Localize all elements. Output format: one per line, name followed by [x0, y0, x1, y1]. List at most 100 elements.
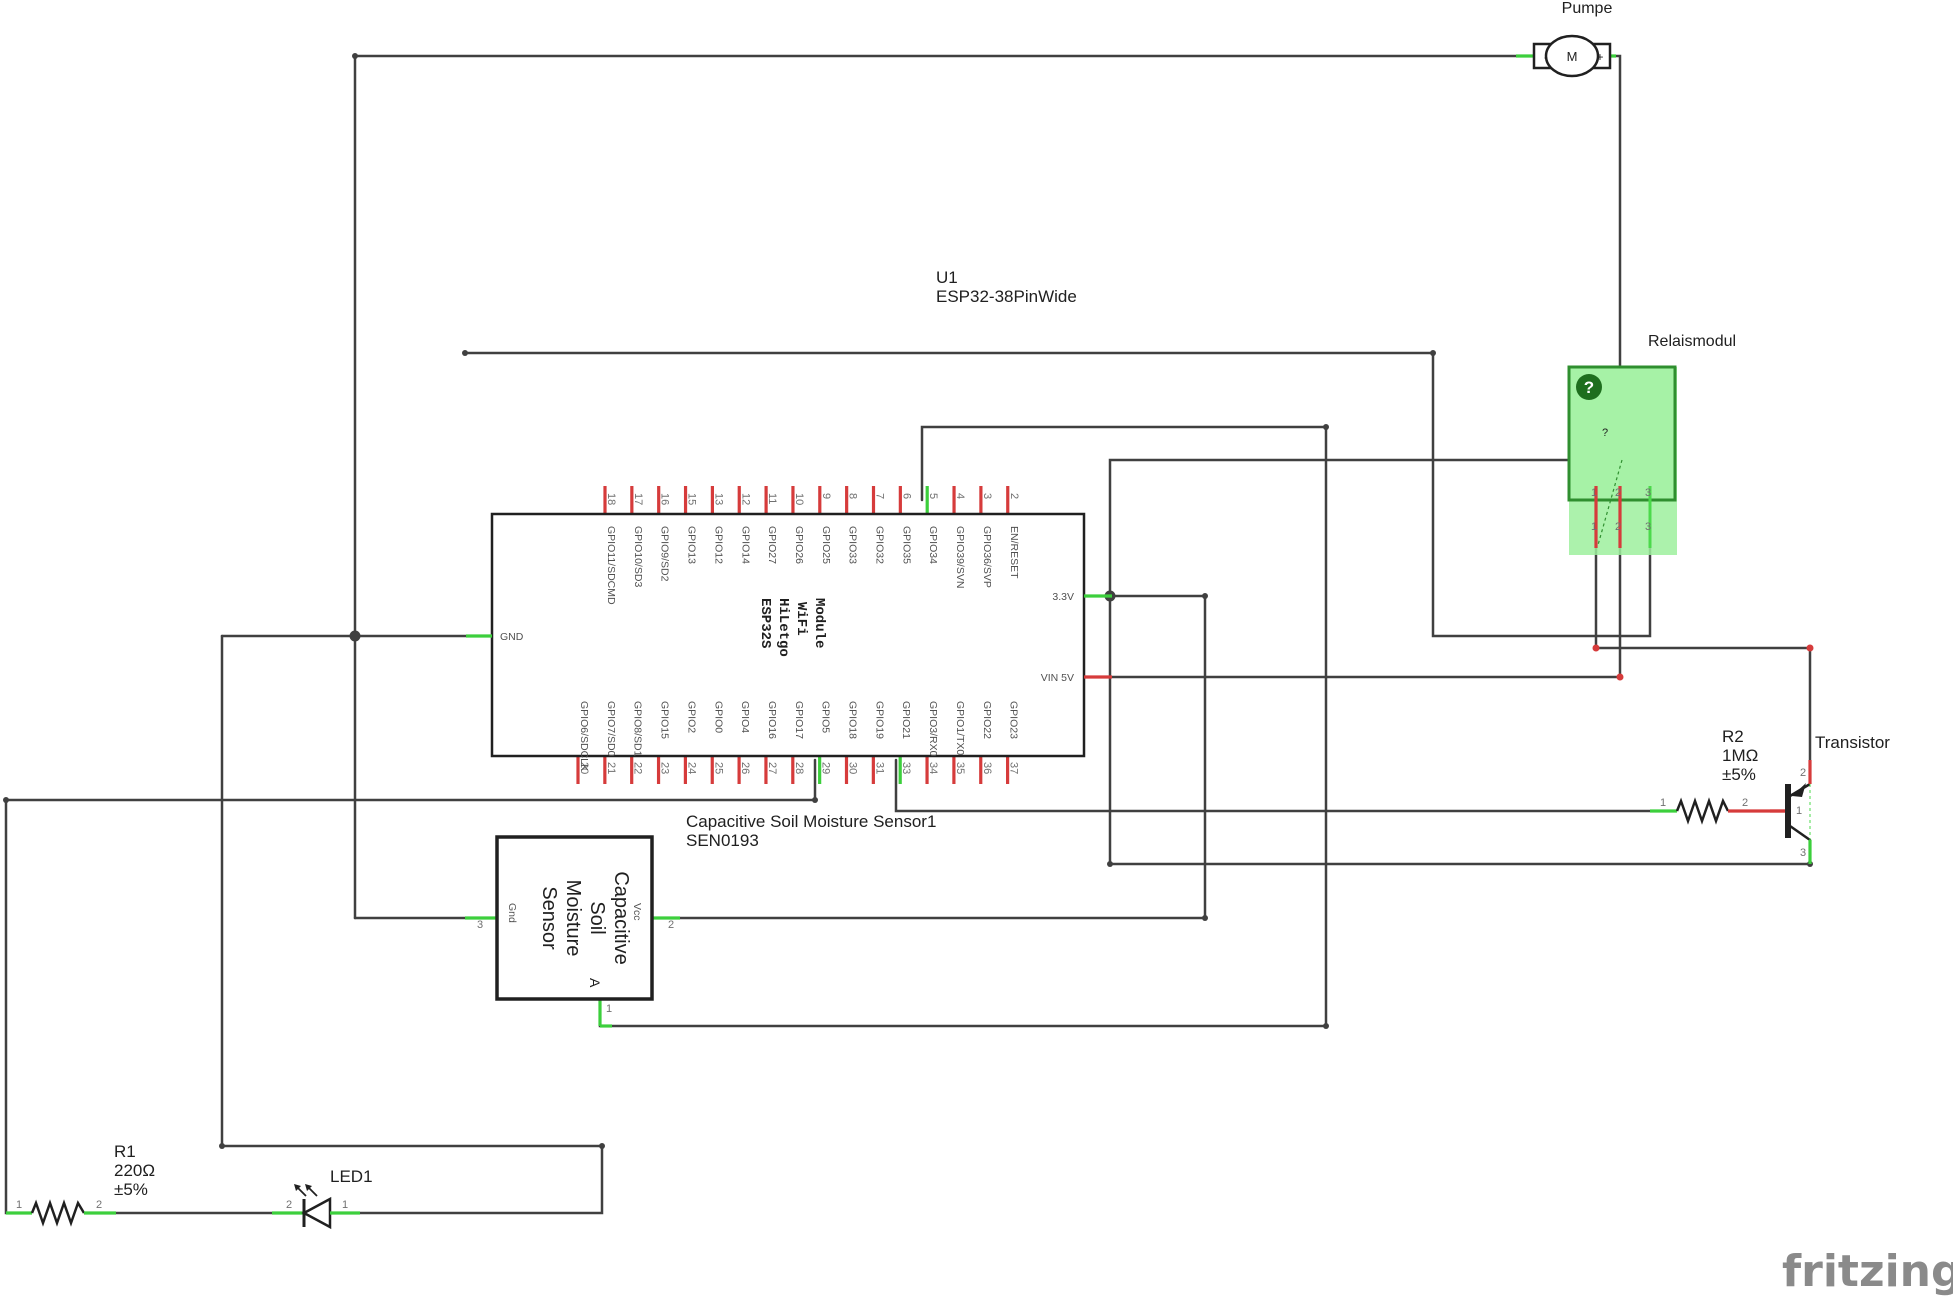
esp32-top-pin-label-5: GPIO34 — [927, 526, 939, 564]
esp32-bottom-pin-num-36: 36 — [981, 762, 993, 774]
transistor-pin-num-1: 1 — [1796, 805, 1802, 817]
led-arrow-2-head — [305, 1184, 312, 1191]
esp32-bottom-pin-num-37: 37 — [1008, 762, 1020, 774]
relay-ratsnest — [1597, 459, 1623, 546]
r1-tol: ±5% — [114, 1180, 148, 1199]
esp32-bottom-pin-num-26: 26 — [739, 762, 751, 774]
esp32-bottom-pins — [576, 756, 1010, 784]
junction-red-a — [1592, 644, 1600, 652]
junction-red-c — [1806, 644, 1814, 652]
relay-pin-num-1: 1 — [1591, 487, 1597, 499]
junction-corner-c — [1430, 350, 1436, 356]
esp32-top-pin-num-4: 4 — [954, 493, 966, 499]
wire-3v3-sensor — [643, 594, 1207, 920]
esp32-bottom-pin-num-33: 33 — [900, 762, 912, 774]
esp32-3v3-label: 3.3V — [1052, 591, 1074, 603]
esp32-top-pin-num-10: 10 — [793, 493, 805, 505]
sensor-a-label-g: A — [587, 978, 603, 988]
esp32-vin-label: VIN 5V — [1041, 672, 1074, 684]
esp32-chip-line4: Module — [811, 598, 827, 648]
sensor-body — [495, 835, 654, 1001]
transistor-pin-num-3: 3 — [1800, 847, 1806, 859]
sensor-vcc-label-g: Vcc — [631, 903, 643, 921]
esp32-gnd-label: GND — [500, 631, 524, 643]
pump-symbol: M — [1567, 49, 1578, 64]
r1-pin-num-1: 1 — [16, 1199, 22, 1211]
soil-moisture-sensor[interactable]: Capacitive Soil Moisture Sensor 1 SEN0193… — [465, 812, 936, 1028]
esp32-top-pin-label-11: GPIO27 — [766, 526, 778, 564]
relay-pin-num-3b: 3 — [1645, 521, 1651, 533]
transistor-name: Transistor — [1815, 733, 1890, 752]
r1-value: 220Ω — [114, 1161, 155, 1180]
esp32-top-pin-label-7: GPIO32 — [874, 526, 886, 564]
esp32-top-pin-label-4: GPIO39/SVN — [954, 526, 966, 588]
r1-ref: R1 — [114, 1142, 136, 1161]
esp32-top-pin-label-15: GPIO13 — [686, 526, 698, 564]
esp32-chip-name: ESP32S HiLetgo WiFi Module — [757, 598, 827, 657]
esp32-bottom-pin-num-34: 34 — [927, 762, 939, 774]
esp32-bottom-pin-label-28: GPIO17 — [793, 701, 805, 739]
esp32-top-pin-num-18: 18 — [605, 493, 617, 505]
pump-motor[interactable]: M - + Pumpe — [1516, 0, 1616, 78]
esp32-bottom-pin-num-23: 23 — [659, 762, 671, 774]
esp32-top-pin-num-2: 2 — [1008, 493, 1020, 499]
esp32-bottom-pin-label-36: GPIO22 — [981, 701, 993, 739]
sensor-body-line4: Sensor — [538, 886, 560, 950]
esp32-bottom-pin-label-20: GPIO6/SDCLK — [578, 701, 590, 771]
junction-gnd — [349, 630, 361, 642]
esp32-top-pin-label-8: GPIO33 — [847, 526, 859, 564]
esp32-bottom-pin-num-35: 35 — [954, 762, 966, 774]
r1-zigzag — [30, 1199, 86, 1227]
sensor-body-line3: Moisture — [562, 880, 584, 957]
resistor-r1[interactable]: R1 220Ω ±5% 1 2 — [6, 1142, 155, 1227]
pump-plus-label: + — [1596, 50, 1603, 64]
pump-name: Pumpe — [1562, 0, 1613, 17]
transistor-emitter-leg — [1789, 824, 1811, 842]
r2-ref: R2 — [1722, 727, 1744, 746]
esp32-module[interactable]: U1 ESP32-38PinWide 18GPIO11/SDCMD17GPIO1… — [466, 268, 1112, 784]
r2-value: 1MΩ — [1722, 746, 1758, 765]
esp32-chip-line2: HiLetgo — [775, 598, 791, 657]
esp32-bottom-pin-num-29: 29 — [820, 762, 832, 774]
esp32-top-pin-num-9: 9 — [820, 493, 832, 499]
resistor-r2[interactable]: R2 1MΩ ±5% 1 2 — [1650, 727, 1790, 825]
r2-zigzag — [1675, 797, 1730, 825]
esp32-top-pin-label-2: EN/RESET — [1008, 526, 1020, 579]
esp32-bottom-pin-label-31: GPIO19 — [873, 701, 885, 739]
esp32-top-pin-num-3: 3 — [981, 493, 993, 499]
esp32-bottom-pin-label-35: GPIO1/TX0 — [954, 701, 966, 755]
junction-corner-b — [462, 350, 468, 356]
junction-corner-a — [352, 53, 358, 59]
junction-corner-g — [1202, 915, 1208, 921]
esp32-bottom-pin-label-26: GPIO4 — [739, 701, 751, 733]
sensor-gnd-label: Gnd — [506, 903, 518, 923]
transistor-npn[interactable]: Transistor 1 2 3 — [1770, 733, 1890, 864]
relay-pin-num-2: 2 — [1615, 487, 1621, 499]
esp32-top-pin-num-6: 6 — [900, 493, 912, 499]
led-arrow-1-head — [294, 1184, 301, 1191]
sensor-pin-num-vcc: 2 — [668, 919, 674, 931]
esp32-bottom-pin-num-25: 25 — [712, 762, 724, 774]
relay-module[interactable]: Relaismodul ? ? 1 2 3 1 2 3 — [1567, 333, 1736, 555]
pump-motor-circle — [1544, 34, 1600, 78]
esp32-part: ESP32-38PinWide — [936, 287, 1077, 306]
r2-pin-num-1: 1 — [1660, 797, 1666, 809]
led-pin-num-2: 2 — [286, 1199, 292, 1211]
esp32-top-pin-num-16: 16 — [659, 493, 671, 505]
sensor-body-line2: Soil — [586, 901, 608, 934]
wire-relay-transistor — [1594, 484, 1812, 772]
sensor-pin-num-a: 1 — [606, 1003, 612, 1015]
led-1[interactable]: LED1 2 1 — [272, 1167, 373, 1230]
esp32-bottom-pin-num-24: 24 — [685, 762, 697, 774]
sensor-body-text: Capacitive Soil Moisture Sensor — [538, 871, 632, 964]
esp32-bottom-pin-label-24: GPIO2 — [685, 701, 697, 733]
esp32-bottom-pin-num-22: 22 — [632, 762, 644, 774]
esp32-top-pin-num-11: 11 — [766, 493, 778, 504]
esp32-top-pin-num-5: 5 — [927, 493, 939, 499]
sensor-part: SEN0193 — [686, 831, 759, 850]
esp32-ref: U1 — [936, 268, 958, 287]
esp32-bottom-pin-num-31: 31 — [873, 762, 885, 774]
esp32-top-pin-label-13: GPIO12 — [712, 526, 724, 564]
